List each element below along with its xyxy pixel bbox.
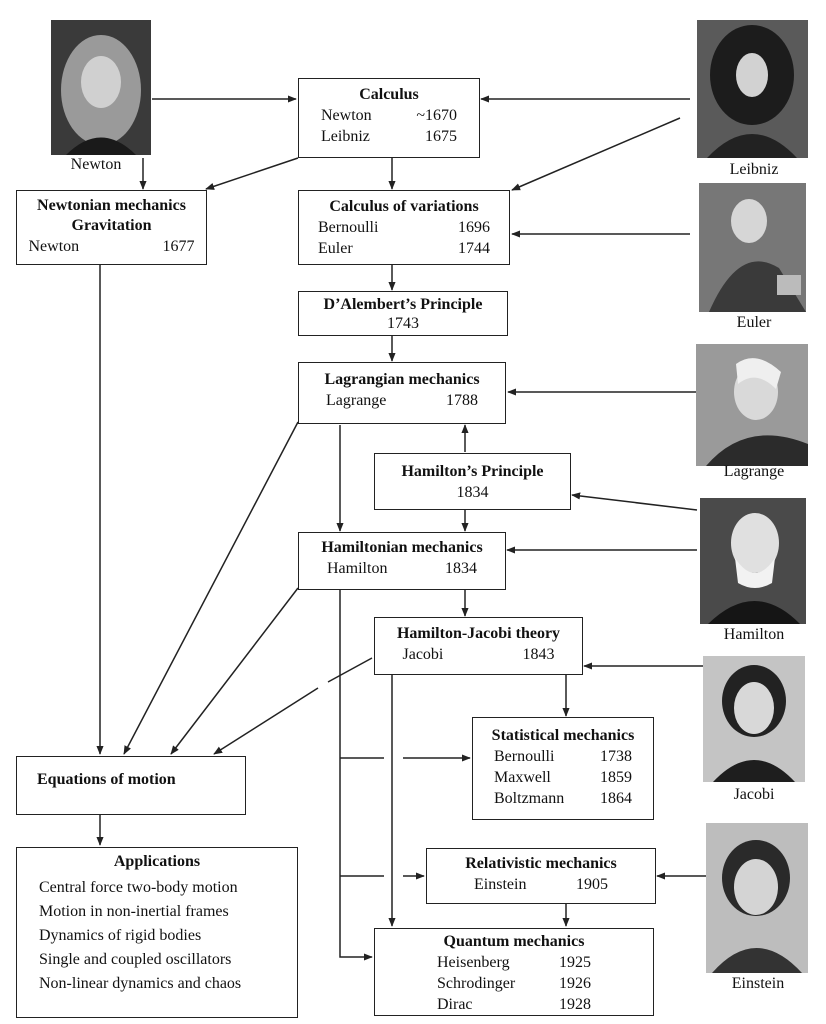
quantum-year-3: 1928	[559, 996, 591, 1013]
newtonian-mechanics-box: Newtonian mechanics Gravitation Newton 16…	[16, 190, 207, 265]
arrow-hamiltonian-trunk	[339, 590, 373, 961]
variations-name-2: Euler	[318, 240, 353, 257]
newton-label: Newton	[70, 156, 122, 173]
quantum-year-2: 1926	[559, 975, 591, 992]
newton-face-icon	[51, 20, 151, 155]
statistical-year-2: 1859	[600, 769, 632, 786]
hamiltonian-year: 1834	[445, 560, 477, 577]
lagrangian-year: 1788	[446, 392, 478, 409]
leibniz-portrait	[697, 20, 808, 158]
relativistic-year: 1905	[576, 876, 608, 893]
quantum-name-3: Dirac	[437, 996, 473, 1013]
arrow-calculus-newtonian	[205, 157, 299, 190]
arrow-hamilton-principle	[571, 492, 698, 511]
lagrange-face-icon	[696, 344, 808, 466]
hamiltonian-title: Hamiltonian mechanics	[321, 539, 483, 556]
equations-of-motion-box: Equations of motion	[16, 756, 246, 815]
application-item: Motion in non-inertial frames	[39, 903, 229, 920]
quantum-mechanics-box: Quantum mechanics Heisenberg 1925 Schrodi…	[374, 928, 654, 1016]
calculus-variations-box: Calculus of variations Bernoulli 1696 Eul…	[298, 190, 510, 265]
statistical-name-1: Bernoulli	[494, 748, 555, 765]
application-item: Single and coupled oscillators	[39, 951, 232, 968]
einstein-face-icon	[706, 823, 808, 973]
calculus-year-1: ~1670	[416, 107, 457, 124]
application-item: Dynamics of rigid bodies	[39, 927, 202, 944]
calculus-box: Calculus Newton ~1670 Leibniz 1675	[298, 78, 480, 158]
dalembert-title: D’Alembert’s Principle	[323, 296, 483, 313]
euler-label: Euler	[736, 314, 772, 331]
newtonian-name: Newton	[28, 238, 80, 255]
leibniz-face-icon	[697, 20, 808, 158]
lagrange-portrait	[696, 344, 808, 466]
quantum-name-1: Heisenberg	[437, 954, 510, 971]
relativistic-title: Relativistic mechanics	[465, 855, 617, 872]
variations-title: Calculus of variations	[329, 198, 479, 215]
statistical-title: Statistical mechanics	[491, 727, 635, 744]
lagrangian-box: Lagrangian mechanics Lagrange 1788	[298, 362, 506, 424]
variations-year-1: 1696	[458, 219, 490, 236]
statistical-name-2: Maxwell	[494, 769, 551, 786]
quantum-name-2: Schrodinger	[437, 975, 516, 992]
lagrangian-name: Lagrange	[326, 392, 387, 409]
hamilton-portrait	[700, 498, 806, 624]
jacobi-portrait	[703, 656, 805, 782]
newtonian-title-1: Newtonian mechanics	[37, 197, 186, 214]
variations-name-1: Bernoulli	[318, 219, 379, 236]
hamiltonian-name: Hamilton	[327, 560, 388, 577]
relativistic-mechanics-box: Relativistic mechanics Einstein 1905	[426, 848, 656, 904]
newtonian-title-2: Gravitation	[71, 217, 152, 234]
hamiltonian-mechanics-box: Hamiltonian mechanics Hamilton 1834	[298, 532, 506, 590]
calculus-title: Calculus	[359, 86, 419, 103]
hamilton-face-icon	[700, 498, 806, 624]
leibniz-label: Leibniz	[729, 161, 779, 178]
calculus-year-2: 1675	[425, 128, 457, 145]
hj-title: Hamilton-Jacobi theory	[396, 625, 561, 642]
newton-portrait	[51, 20, 151, 155]
principle-year: 1834	[456, 484, 489, 501]
application-item: Non-linear dynamics and chaos	[39, 975, 242, 992]
newtonian-year: 1677	[162, 238, 195, 255]
hamilton-jacobi-box: Hamilton-Jacobi theory Jacobi 1843	[374, 617, 583, 675]
hamiltons-principle-box: Hamilton’s Principle 1834	[374, 453, 571, 510]
euler-portrait	[699, 183, 806, 312]
dalembert-year: 1743	[387, 315, 419, 332]
statistical-mechanics-box: Statistical mechanics Bernoulli 1738 Maxw…	[472, 717, 654, 820]
einstein-portrait	[706, 823, 808, 973]
euler-face-icon	[699, 183, 806, 312]
arrow-hj-equations-b	[213, 687, 319, 755]
einstein-label: Einstein	[731, 975, 785, 992]
relativistic-name: Einstein	[474, 876, 527, 893]
hamilton-label: Hamilton	[723, 626, 785, 643]
quantum-title: Quantum mechanics	[443, 933, 585, 950]
statistical-year-1: 1738	[600, 748, 632, 765]
quantum-year-1: 1925	[559, 954, 591, 971]
calculus-name-2: Leibniz	[321, 128, 370, 145]
principle-title: Hamilton’s Principle	[401, 463, 544, 480]
arrow-hamiltonian-equations	[170, 587, 299, 755]
applications-box: Applications Central force two-body moti…	[16, 847, 298, 1018]
application-item: Central force two-body motion	[39, 879, 238, 896]
calculus-name-1: Newton	[321, 107, 372, 124]
lagrangian-title: Lagrangian mechanics	[324, 371, 480, 388]
variations-year-2: 1744	[458, 240, 490, 257]
statistical-name-3: Boltzmann	[494, 790, 565, 807]
arrow-lagrangian-equations	[123, 421, 299, 755]
hj-year: 1843	[522, 646, 555, 663]
arrow-hj-equations-a	[327, 657, 373, 683]
statistical-year-3: 1864	[600, 790, 632, 807]
dalembert-box: D’Alembert’s Principle 1743	[298, 291, 508, 336]
jacobi-label: Jacobi	[733, 786, 775, 803]
jacobi-face-icon	[703, 656, 805, 782]
equations-title: Equations of motion	[37, 771, 176, 788]
hj-name: Jacobi	[402, 646, 444, 663]
arrow-leibniz-variations	[511, 117, 681, 191]
applications-title: Applications	[113, 853, 201, 870]
lagrange-label: Lagrange	[723, 463, 785, 480]
